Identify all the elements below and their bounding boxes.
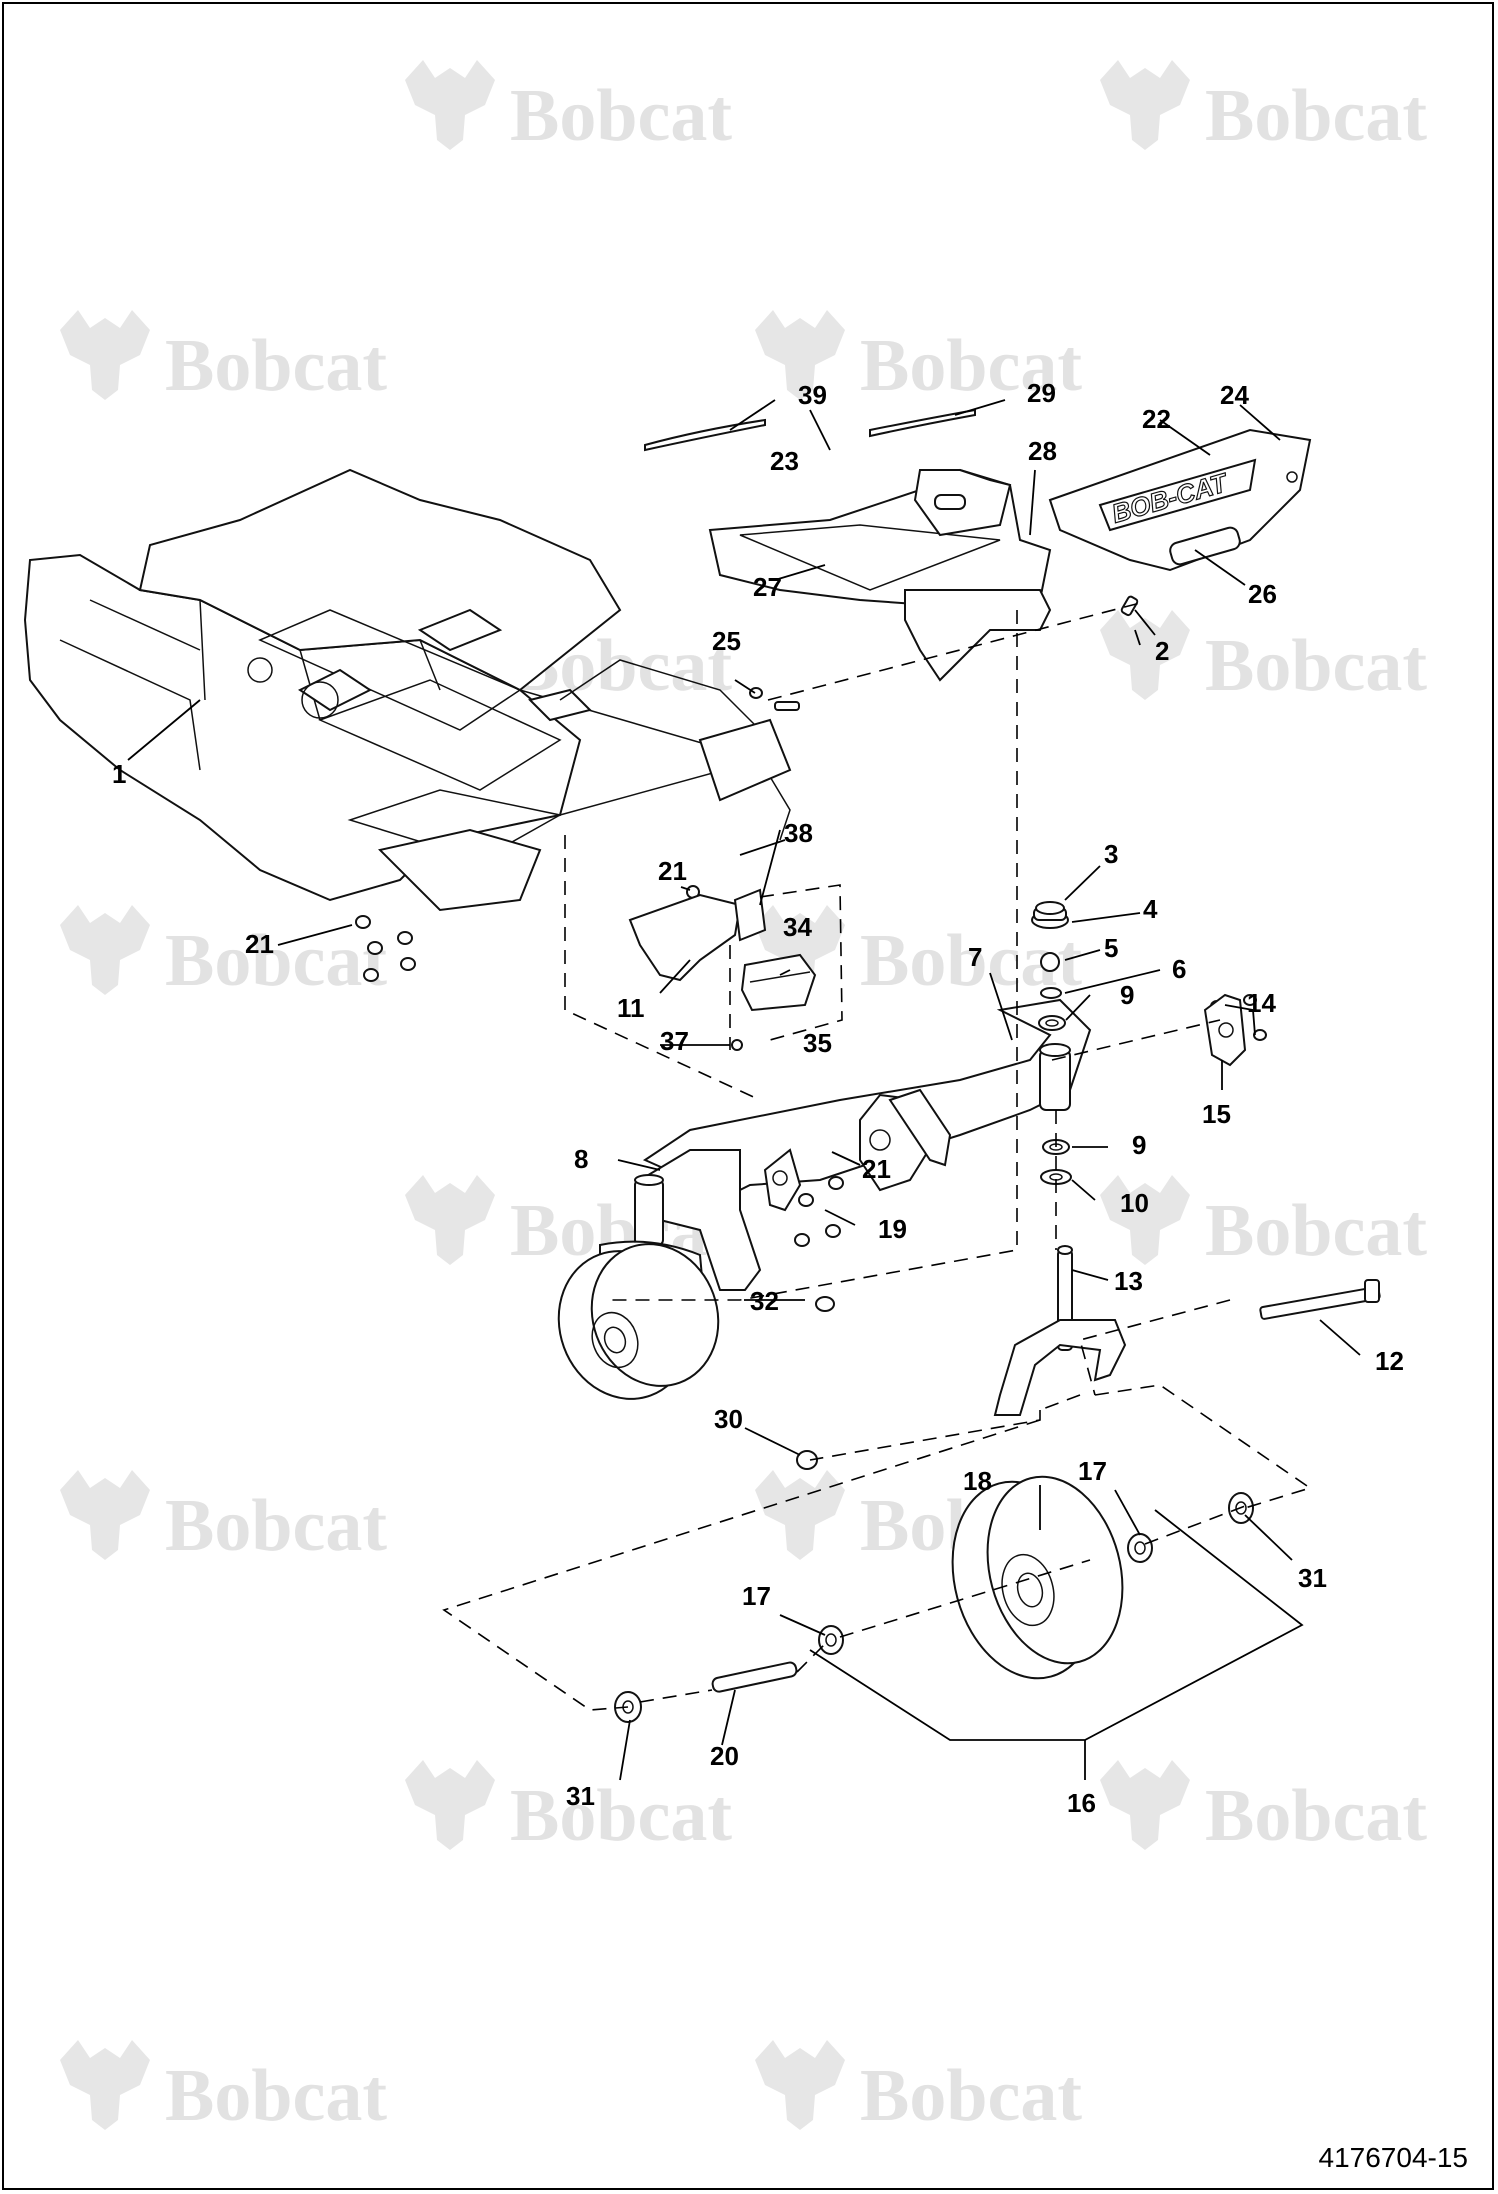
spindle-stack <box>1031 901 1072 1185</box>
tire-wheel-18 <box>951 1475 1124 1680</box>
callout-31a: 31 <box>1298 1563 1327 1593</box>
callout-27: 27 <box>753 572 782 602</box>
callout-17a: 17 <box>1078 1456 1107 1486</box>
watermark: Bobcat <box>1100 610 1427 707</box>
watermark: Bobcat <box>405 60 732 157</box>
callout-11: 11 <box>617 993 645 1023</box>
watermark: Bobcat <box>60 905 387 1002</box>
callout-17b: 17 <box>742 1581 771 1611</box>
callout-24: 24 <box>1220 380 1249 410</box>
callout-3: 3 <box>1104 839 1118 869</box>
svg-text:Bobcat: Bobcat <box>860 325 1082 407</box>
callout-20: 20 <box>710 1741 739 1771</box>
callout-28: 28 <box>1028 436 1057 466</box>
callout-32: 32 <box>750 1286 779 1316</box>
main-frame-part <box>23 468 792 912</box>
group-line-16 <box>809 1509 1304 1780</box>
svg-text:Bobcat: Bobcat <box>165 1485 387 1567</box>
bearings-and-spacers <box>614 1492 1254 1723</box>
callout-12: 12 <box>1375 1346 1404 1376</box>
callout-9a: 9 <box>1120 980 1134 1010</box>
svg-text:Bobcat: Bobcat <box>1205 1190 1427 1272</box>
callout-26: 26 <box>1248 579 1277 609</box>
mount-bracket <box>628 888 817 1012</box>
callout-37: 37 <box>660 1026 689 1056</box>
callout-22: 22 <box>1142 404 1171 434</box>
callout-34: 34 <box>783 912 812 942</box>
bobcat-badge-panel: BOB-CAT <box>1048 428 1312 572</box>
watermark: Bobcat <box>60 310 387 407</box>
decal-strips <box>644 408 976 452</box>
svg-text:Bobcat: Bobcat <box>165 2055 387 2137</box>
front-axle-beam <box>638 998 1092 1291</box>
svg-text:Bobcat: Bobcat <box>1205 625 1427 707</box>
watermark: Bobcat <box>405 1760 732 1857</box>
callout-35: 35 <box>803 1028 832 1058</box>
callout-21b: 21 <box>245 929 274 959</box>
callout-1: 1 <box>112 759 126 789</box>
watermark: Bobcat <box>755 2040 1082 2137</box>
leader-lines <box>127 399 1361 1781</box>
caster-fork <box>993 1245 1127 1416</box>
callout-30: 30 <box>714 1404 743 1434</box>
svg-text:Bobcat: Bobcat <box>1205 1775 1427 1857</box>
callout-21c: 21 <box>862 1154 891 1184</box>
left-caster-wheel <box>557 1174 720 1400</box>
callout-2: 2 <box>1155 636 1169 666</box>
callout-18: 18 <box>963 1466 992 1496</box>
callout-9b: 9 <box>1132 1130 1146 1160</box>
callout-13: 13 <box>1114 1266 1143 1296</box>
callout-19: 19 <box>878 1214 907 1244</box>
callout-15: 15 <box>1202 1099 1231 1129</box>
watermark: Bobcat <box>60 1470 387 1567</box>
callout-4: 4 <box>1143 894 1158 924</box>
svg-text:Bobcat: Bobcat <box>510 75 732 157</box>
watermark: Bobcat <box>1100 60 1427 157</box>
svg-text:Bobcat: Bobcat <box>165 920 387 1002</box>
callout-38: 38 <box>784 818 813 848</box>
callout-39: 39 <box>798 380 827 410</box>
callout-31b: 31 <box>566 1781 595 1811</box>
pivot-plate <box>1203 993 1247 1067</box>
callout-6: 6 <box>1172 954 1186 984</box>
svg-text:Bobcat: Bobcat <box>165 325 387 407</box>
watermark: Bobcat <box>1100 1175 1427 1272</box>
alignment-lines <box>442 602 1312 1711</box>
callout-21a: 21 <box>658 856 687 886</box>
callout-29: 29 <box>1027 378 1056 408</box>
callout-5: 5 <box>1104 933 1118 963</box>
seat-pan-assembly <box>708 468 1052 682</box>
svg-text:Bobcat: Bobcat <box>1205 75 1427 157</box>
spacer-tube-20 <box>711 1661 798 1693</box>
watermark: Bobcat <box>60 2040 387 2137</box>
svg-text:Bobcat: Bobcat <box>860 2055 1082 2137</box>
callout-25: 25 <box>712 626 741 656</box>
callout-14: 14 <box>1247 988 1276 1018</box>
document-number: 4176704-15 <box>1318 2142 1468 2173</box>
watermark: Bobcat <box>755 310 1082 407</box>
callout-labels: 1 2 3 4 5 6 7 8 9 9 10 11 12 13 14 15 16… <box>112 378 1404 1818</box>
callout-7: 7 <box>968 942 982 972</box>
callout-10: 10 <box>1120 1188 1149 1218</box>
axle-bolt <box>1259 1279 1381 1320</box>
callout-8: 8 <box>574 1144 588 1174</box>
svg-text:Bobcat: Bobcat <box>510 1775 732 1857</box>
callout-23: 23 <box>770 446 799 476</box>
watermark: Bobcat <box>1100 1760 1427 1857</box>
callout-16: 16 <box>1067 1788 1096 1818</box>
